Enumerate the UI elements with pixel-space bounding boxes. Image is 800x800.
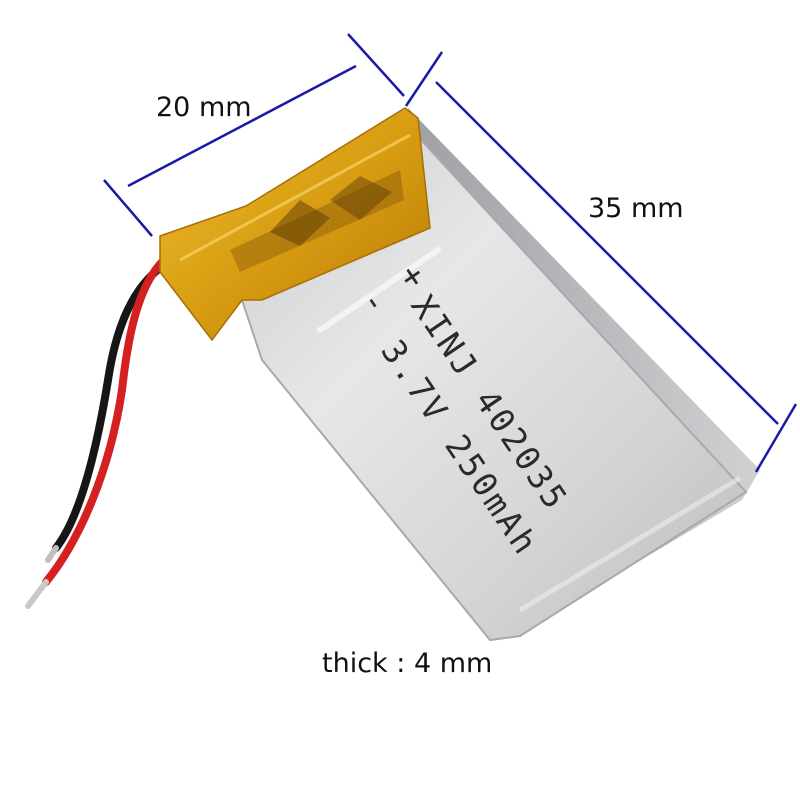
length-tick-top [404,51,444,107]
length-label: 35 mm [588,193,684,224]
length-tick-bottom [754,403,798,473]
red-wire-tip [25,579,49,609]
black-wire-tip [45,545,59,563]
length-dimension-line [435,81,779,425]
width-tick-left [103,179,153,237]
width-label: 20 mm [156,92,252,123]
dimension-lines [103,33,798,473]
width-dimension-line [127,64,357,188]
thickness-label: thick : 4 mm [322,648,493,679]
width-tick-right [347,33,405,97]
